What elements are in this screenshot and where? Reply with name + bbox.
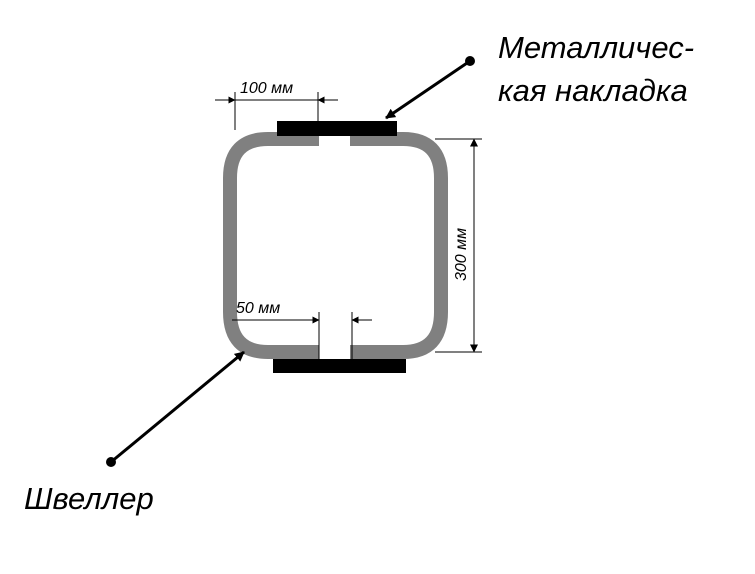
channel-label: Швеллер — [24, 481, 154, 516]
channel-profile — [223, 132, 448, 359]
dimension-top-width-label: 100 мм — [240, 80, 293, 97]
plate-label-line1: Металличес- — [498, 30, 694, 65]
channel-leader-line — [110, 350, 245, 464]
channel-left-half — [223, 132, 319, 359]
channel-leader-dot — [106, 457, 116, 467]
plate-leader-dot — [465, 56, 475, 66]
dimension-top-width — [215, 92, 338, 130]
top-metal-plate — [277, 121, 397, 136]
channel-right-half — [350, 132, 448, 359]
plate-leader — [385, 56, 475, 120]
channel-leader — [106, 350, 245, 467]
plate-leader-line — [385, 59, 471, 120]
dimension-gap-width — [232, 312, 372, 362]
bottom-metal-plate — [273, 359, 406, 373]
dimension-gap-width-label: 50 мм — [236, 300, 280, 317]
dimension-height — [435, 138, 482, 353]
dimension-height-label: 300 мм — [453, 228, 470, 281]
plate-label-line2: кая накладка — [498, 73, 688, 108]
